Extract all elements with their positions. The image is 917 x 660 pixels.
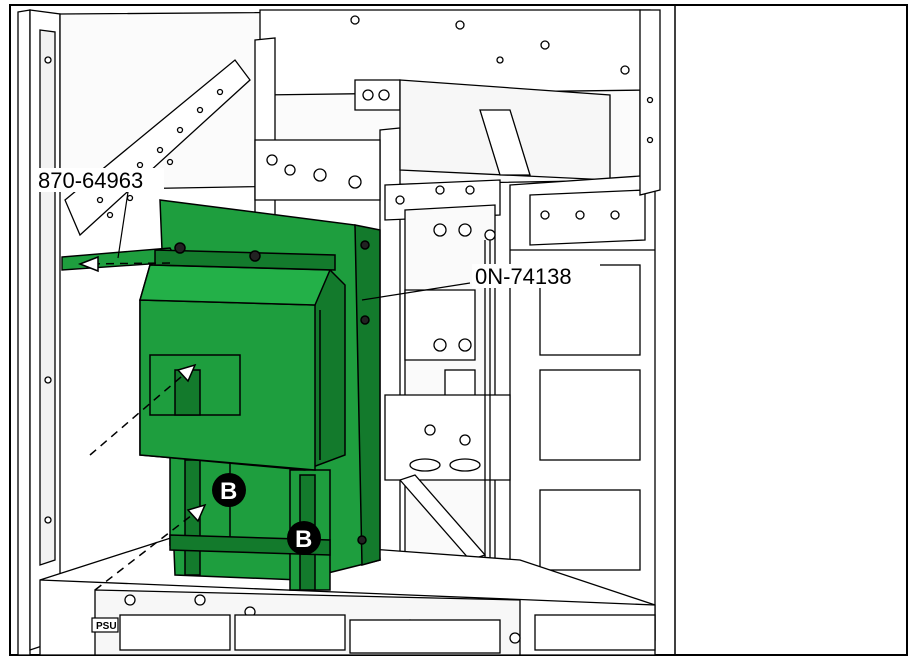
badge-b-upper: B — [212, 473, 246, 507]
breaker-unit — [139, 242, 346, 471]
busbar-assembly — [384, 204, 511, 600]
callout-left-backing — [36, 168, 164, 192]
cabinet-left-wall — [17, 9, 61, 656]
right-enclosure — [509, 9, 661, 646]
psu-tag: PSU — [91, 617, 119, 633]
callout-right-backing — [472, 264, 600, 288]
badge-b-lower: B — [287, 521, 321, 555]
callout-leaders — [117, 191, 471, 301]
svg-text:B: B — [295, 526, 312, 553]
svg-text:B: B — [220, 478, 237, 505]
insertion-arrows — [77, 255, 207, 591]
callout-part-0N-74138: 0N-74138 — [475, 264, 572, 289]
callout-part-870-64963: 870-64963 — [38, 168, 143, 193]
psu-label: PSU — [96, 621, 117, 632]
